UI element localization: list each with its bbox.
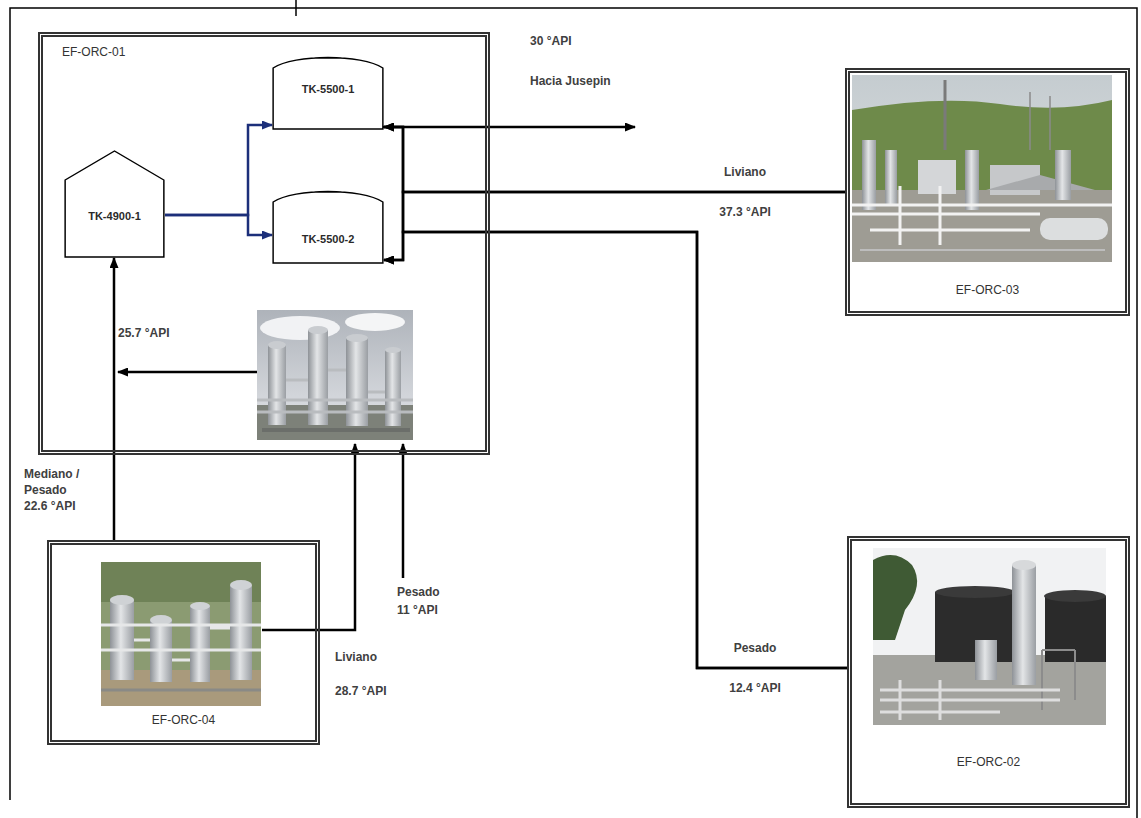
flow-label: Liviano 28.7 °API	[335, 640, 397, 708]
flow-connector	[165, 125, 272, 215]
flow-label: Pesado 11 °API	[397, 583, 445, 619]
flow-label: 25.7 °API	[118, 325, 170, 341]
station-photo	[852, 75, 1112, 262]
outlet-line	[372, 126, 635, 129]
flow-connector	[384, 232, 847, 668]
flow-connector	[113, 258, 116, 540]
page-frame	[10, 8, 1137, 818]
flow-line	[118, 371, 257, 374]
station-box: EF-ORC-02	[847, 536, 1130, 808]
separator-photo	[257, 310, 413, 440]
node-label: EF-ORC-01	[62, 45, 125, 59]
tank-outline	[273, 192, 383, 264]
flow-label: Hacia Jusepin	[530, 73, 611, 89]
flow-connector	[384, 127, 847, 668]
node-label: TK-5500-2	[272, 233, 384, 245]
frame-tick	[295, 0, 297, 16]
tank: TK-5500-2	[272, 186, 384, 264]
flow-label: Liviano 37.3 °API	[714, 152, 776, 232]
tank: TK-4900-1	[64, 150, 165, 258]
tank-outline	[65, 151, 164, 257]
flow-label: Mediano / Pesado 22.6 °API	[24, 466, 86, 514]
station-box: EF-ORC-01TK-5500-1TK-4900-1TK-5500-2	[38, 32, 490, 455]
node-label: EF-ORC-04	[52, 713, 315, 727]
station-photo	[101, 562, 261, 706]
station-box: EF-ORC-04	[47, 540, 320, 745]
flow-connector	[384, 192, 845, 260]
node-label: TK-4900-1	[64, 210, 165, 222]
node-label: TK-5500-1	[272, 83, 384, 95]
node-label: EF-ORC-03	[850, 283, 1125, 297]
flow-label: 30 °API	[530, 33, 571, 49]
flow-label: Pesado 12.4 °API	[724, 628, 786, 708]
tank-outline	[272, 186, 384, 264]
station-photo	[873, 548, 1106, 725]
tank: TK-5500-1	[272, 50, 384, 130]
station-box: EF-ORC-03	[845, 68, 1130, 316]
flow-line	[402, 444, 405, 578]
flow-connector	[165, 215, 272, 235]
flow-connector	[384, 127, 845, 192]
tank-outline	[64, 150, 165, 258]
flow-line	[262, 444, 355, 630]
node-label: EF-ORC-02	[852, 755, 1125, 769]
